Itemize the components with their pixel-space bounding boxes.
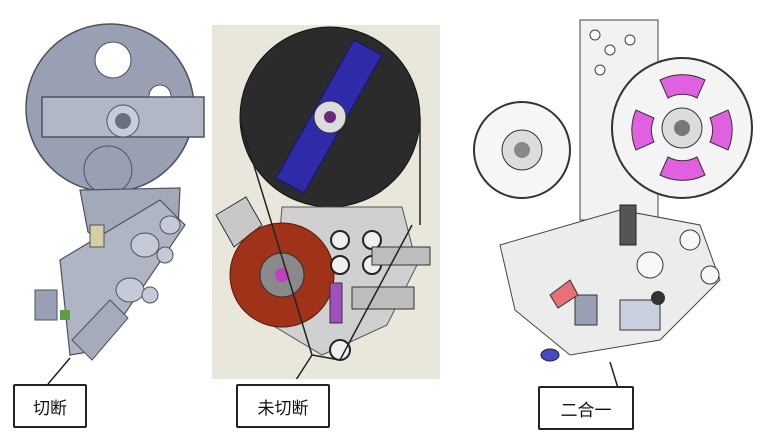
- callout-cut: 切断: [13, 384, 87, 428]
- machine-right-panel: [460, 10, 766, 390]
- machine-middle-panel: [212, 25, 440, 379]
- machine-right-drawing: [473, 19, 753, 389]
- machine-left-panel: [0, 0, 210, 434]
- machine-left-drawing: [25, 23, 205, 385]
- callout-two-in-one: 二合一: [538, 386, 634, 430]
- callout-uncut: 未切断: [236, 384, 330, 428]
- machine-middle-drawing: [215, 26, 431, 379]
